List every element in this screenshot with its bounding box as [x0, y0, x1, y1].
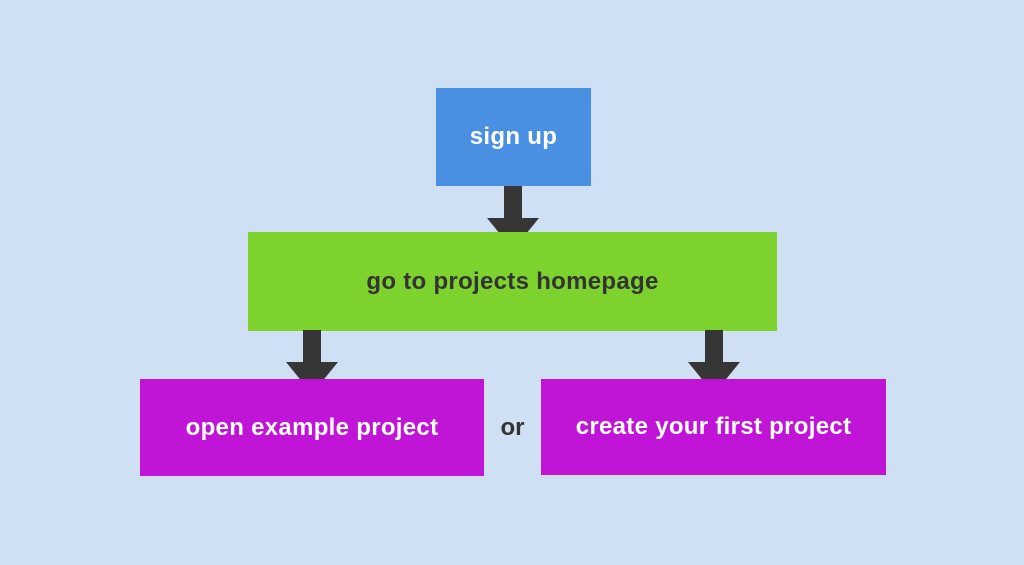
flow-node-projects-homepage: go to projects homepage [248, 232, 777, 331]
flow-node-open-example-project-label: open example project [185, 413, 439, 441]
arrow-shape [286, 330, 338, 394]
flow-node-create-first-project-label: create your first project [575, 413, 852, 440]
arrow-down-icon [286, 330, 338, 394]
arrow-down-icon [688, 330, 740, 394]
flow-node-sign-up-label: sign up [469, 123, 558, 150]
flow-node-sign-up: sign up [436, 88, 591, 186]
flow-node-create-first-project: create your first project [541, 379, 886, 475]
arrow-shape [688, 330, 740, 394]
flow-node-open-example-project: open example project [140, 379, 484, 476]
or-connector-label: or [500, 413, 525, 441]
flow-node-projects-homepage-label: go to projects homepage [366, 267, 659, 295]
